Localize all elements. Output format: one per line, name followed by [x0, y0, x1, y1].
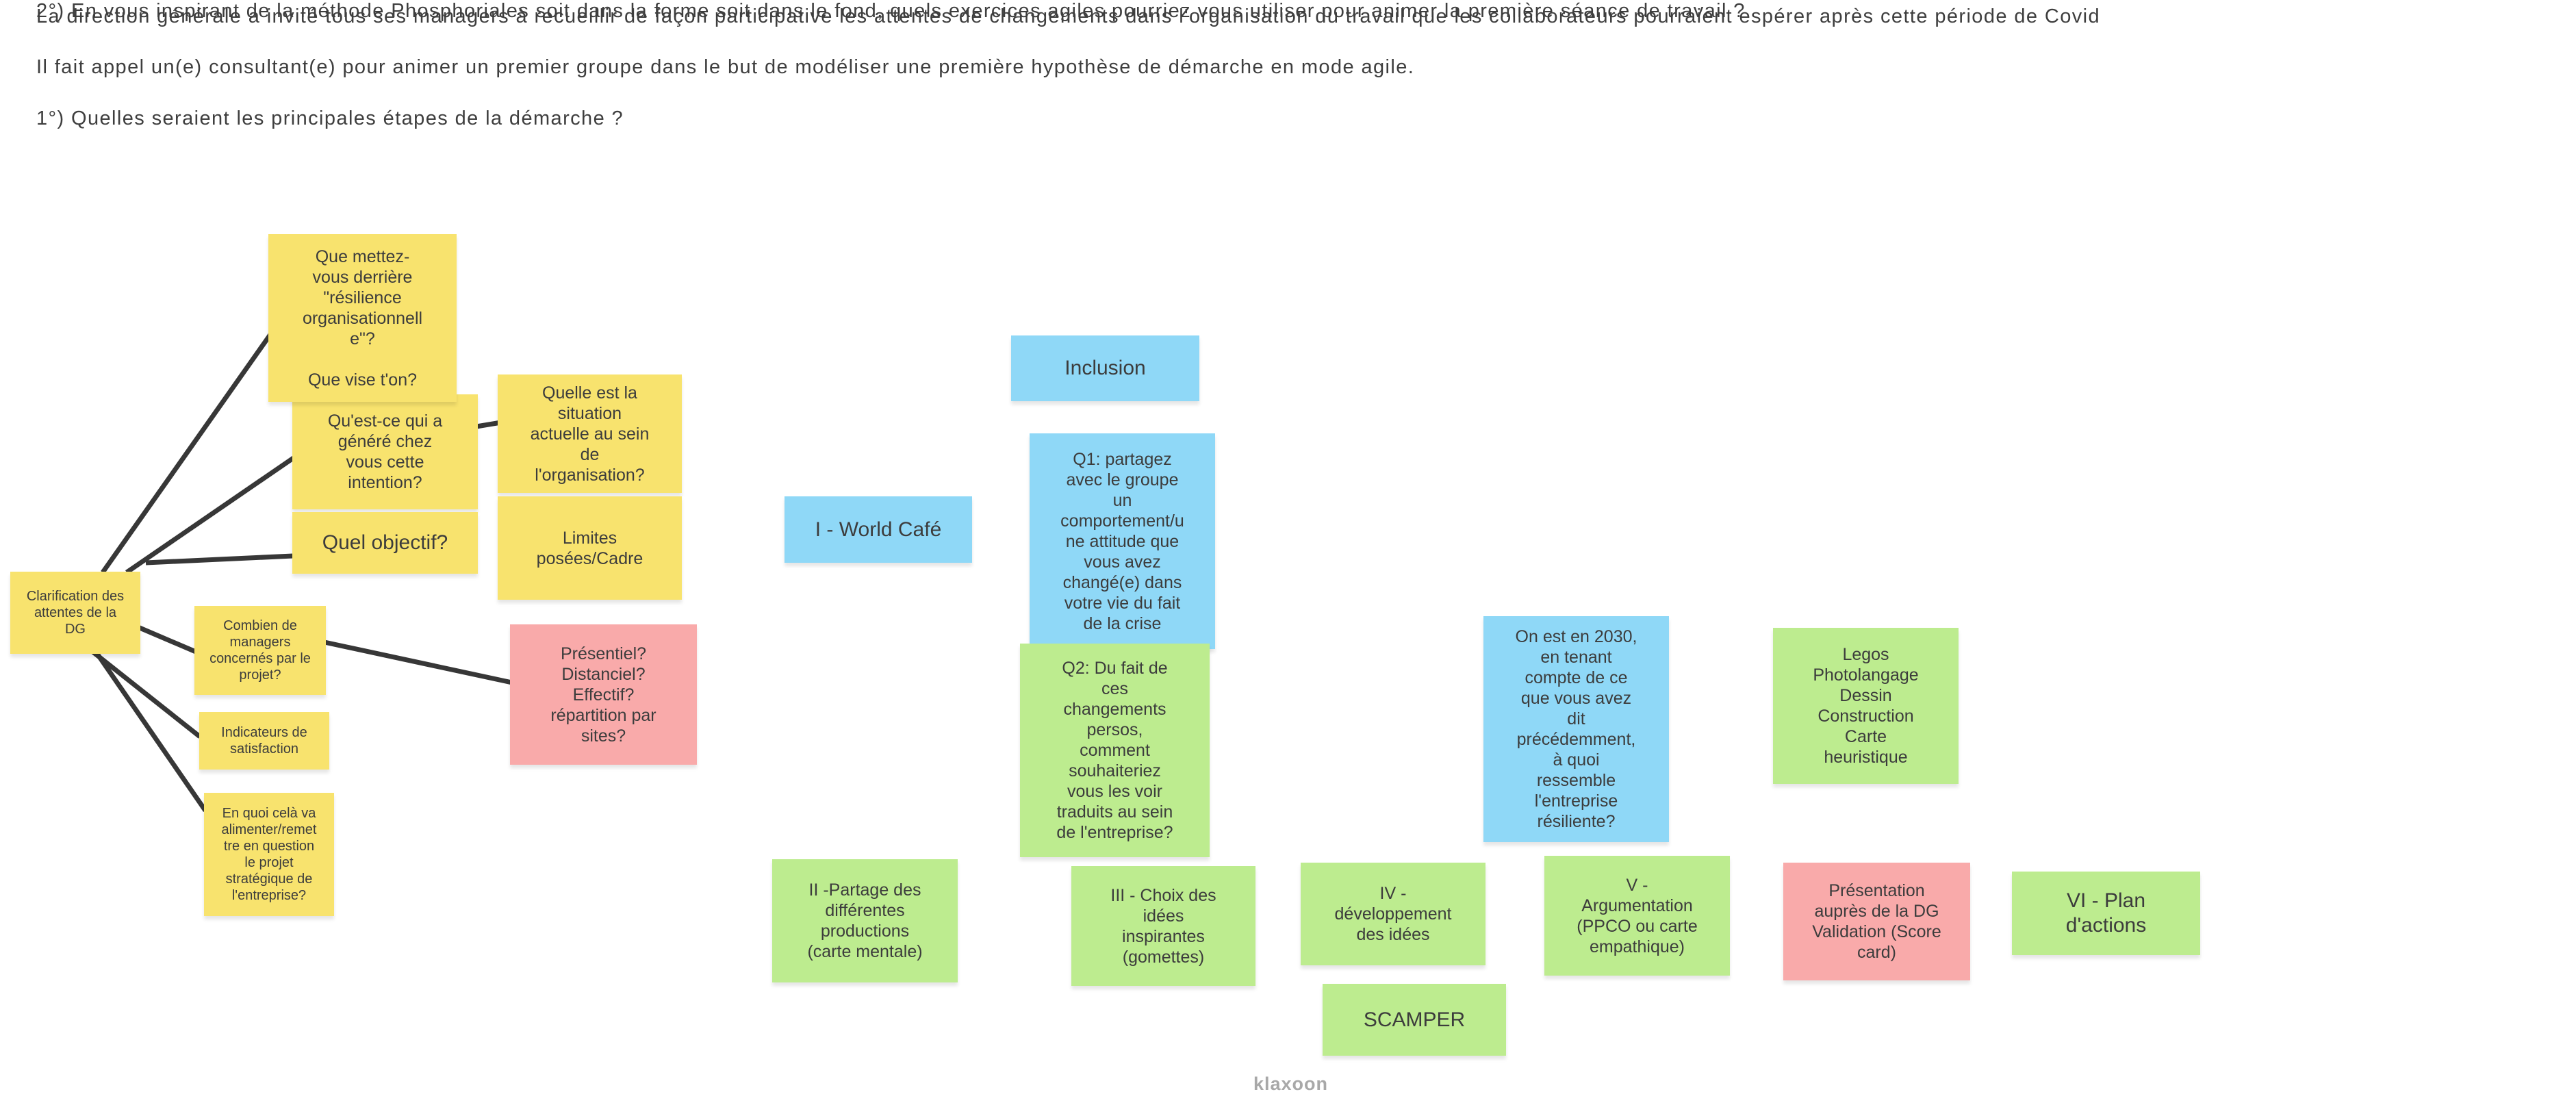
- klaxoon-logo: klaxoon: [1253, 1074, 1329, 1094]
- sticky-note-quel-objectif[interactable]: Quel objectif?: [292, 512, 478, 574]
- sticky-note-en-quoi-cela[interactable]: En quoi celà va alimenter/remet tre en q…: [204, 793, 334, 916]
- sticky-note-q1-partagez[interactable]: Q1: partagez avec le groupe un comportem…: [1030, 433, 1215, 649]
- sticky-note-qu-est-ce-genere[interactable]: Qu'est-ce qui a généré chez vous cette i…: [292, 394, 478, 509]
- connector-clarification-dg-qu-est-ce-genere: [125, 455, 296, 574]
- sticky-note-presentation-dg[interactable]: Présentation auprès de la DG Validation …: [1783, 863, 1970, 980]
- sticky-note-combien-managers[interactable]: Combien de managers concernés par le pro…: [194, 606, 326, 695]
- connector-clarification-dg-en-quoi-cela: [94, 650, 207, 812]
- exercise-line-3: 1°) Quelles seraient les principales éta…: [36, 107, 624, 129]
- sticky-note-plan-actions[interactable]: VI - Plan d'actions: [2012, 872, 2200, 955]
- sticky-note-clarification-dg[interactable]: Clarification des attentes de la DG: [10, 572, 140, 654]
- exercise-line-2: Il fait appel un(e) consultant(e) pour a…: [36, 56, 1415, 78]
- sticky-note-presentiel-distanciel[interactable]: Présentiel? Distanciel? Effectif? répart…: [510, 624, 697, 765]
- exercise-line-1: La direction générale a invité tous ses …: [36, 5, 2101, 27]
- sticky-note-argumentation[interactable]: V - Argumentation (PPCO ou carte empathi…: [1544, 856, 1730, 976]
- sticky-note-on-est-2030[interactable]: On est en 2030, en tenant compte de ce q…: [1483, 616, 1669, 842]
- connector-clarification-dg-que-mettez-vous: [101, 331, 273, 574]
- sticky-note-partage-productions[interactable]: II -Partage des différentes productions …: [772, 859, 958, 982]
- connector-combien-managers-presentiel-distanciel: [324, 639, 513, 685]
- exercise-line-4: 2°) En vous inspirant de la méthode Phos…: [36, 0, 1746, 22]
- sticky-note-inclusion[interactable]: Inclusion: [1011, 335, 1199, 401]
- sticky-note-world-cafe[interactable]: I - World Café: [785, 496, 972, 563]
- sticky-note-scamper[interactable]: SCAMPER: [1323, 984, 1506, 1056]
- sticky-note-limites-posees[interactable]: Limites posées/Cadre: [498, 496, 682, 600]
- sticky-note-indicateurs-satisfaction[interactable]: Indicateurs de satisfaction: [199, 712, 329, 770]
- sticky-note-que-mettez-vous[interactable]: Que mettez- vous derrière "résilience or…: [268, 234, 457, 402]
- sticky-note-q2-du-fait[interactable]: Q2: Du fait de ces changements persos, c…: [1020, 644, 1210, 857]
- sticky-note-legos-photolangage[interactable]: Legos Photolangage Dessin Construction C…: [1773, 628, 1959, 784]
- connector-clarification-dg-quel-objectif: [145, 553, 294, 566]
- sticky-note-choix-idees[interactable]: III - Choix des idées inspirantes (gomet…: [1071, 866, 1255, 986]
- sticky-note-quelle-situation[interactable]: Quelle est la situation actuelle au sein…: [498, 374, 682, 493]
- sticky-note-developpement-idees[interactable]: IV - développement des idées: [1301, 863, 1485, 965]
